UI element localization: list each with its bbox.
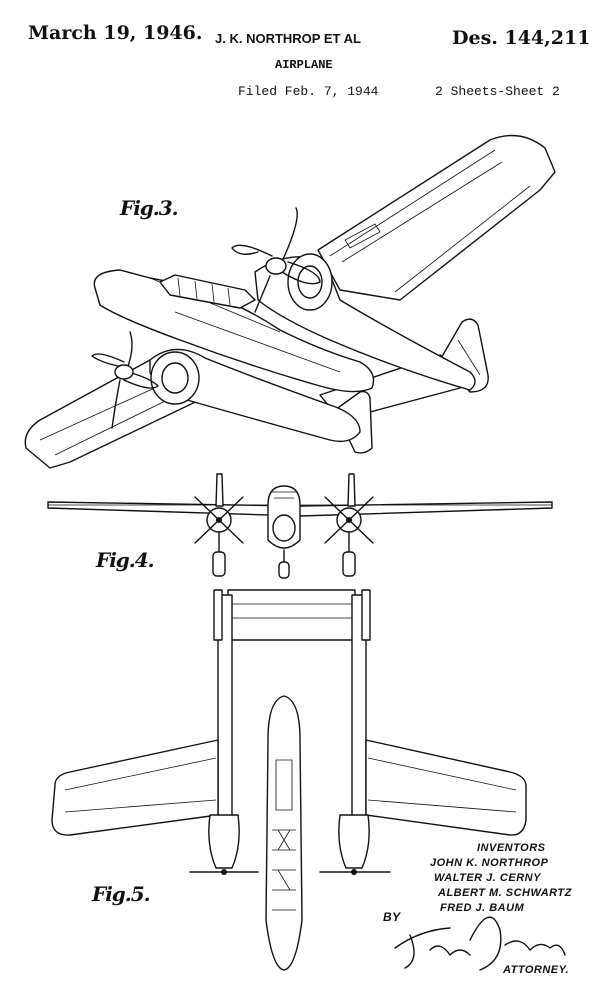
fig5-plan-view	[51, 589, 527, 971]
inventors-short: J. K. NORTHROP ET AL	[215, 31, 361, 46]
inventor-name: WALTER J. CERNY	[434, 872, 541, 884]
attorney-label: ATTORNEY.	[503, 964, 570, 976]
fig4-front-view	[47, 473, 553, 579]
inventor-name: FRED J. BAUM	[440, 902, 525, 914]
filed-date: Filed Feb. 7, 1944	[238, 84, 379, 99]
patent-date: March 19, 1946.	[28, 22, 203, 44]
inventors-heading: INVENTORS	[477, 842, 546, 854]
fig3-perspective-view	[24, 134, 556, 469]
fig4-label: Fig.4.	[96, 548, 155, 572]
by-label: BY	[383, 910, 401, 924]
inventor-name: JOHN K. NORTHROP	[430, 857, 549, 869]
fig5-label: Fig.5.	[92, 882, 151, 906]
inventor-name: ALBERT M. SCHWARTZ	[438, 887, 572, 899]
patent-title: AIRPLANE	[275, 58, 333, 72]
sheet-count: 2 Sheets-Sheet 2	[435, 84, 560, 99]
fig3-label: Fig.3.	[120, 196, 179, 220]
patent-number: Des. 144,211	[452, 27, 591, 49]
attorney-signature	[394, 916, 566, 971]
